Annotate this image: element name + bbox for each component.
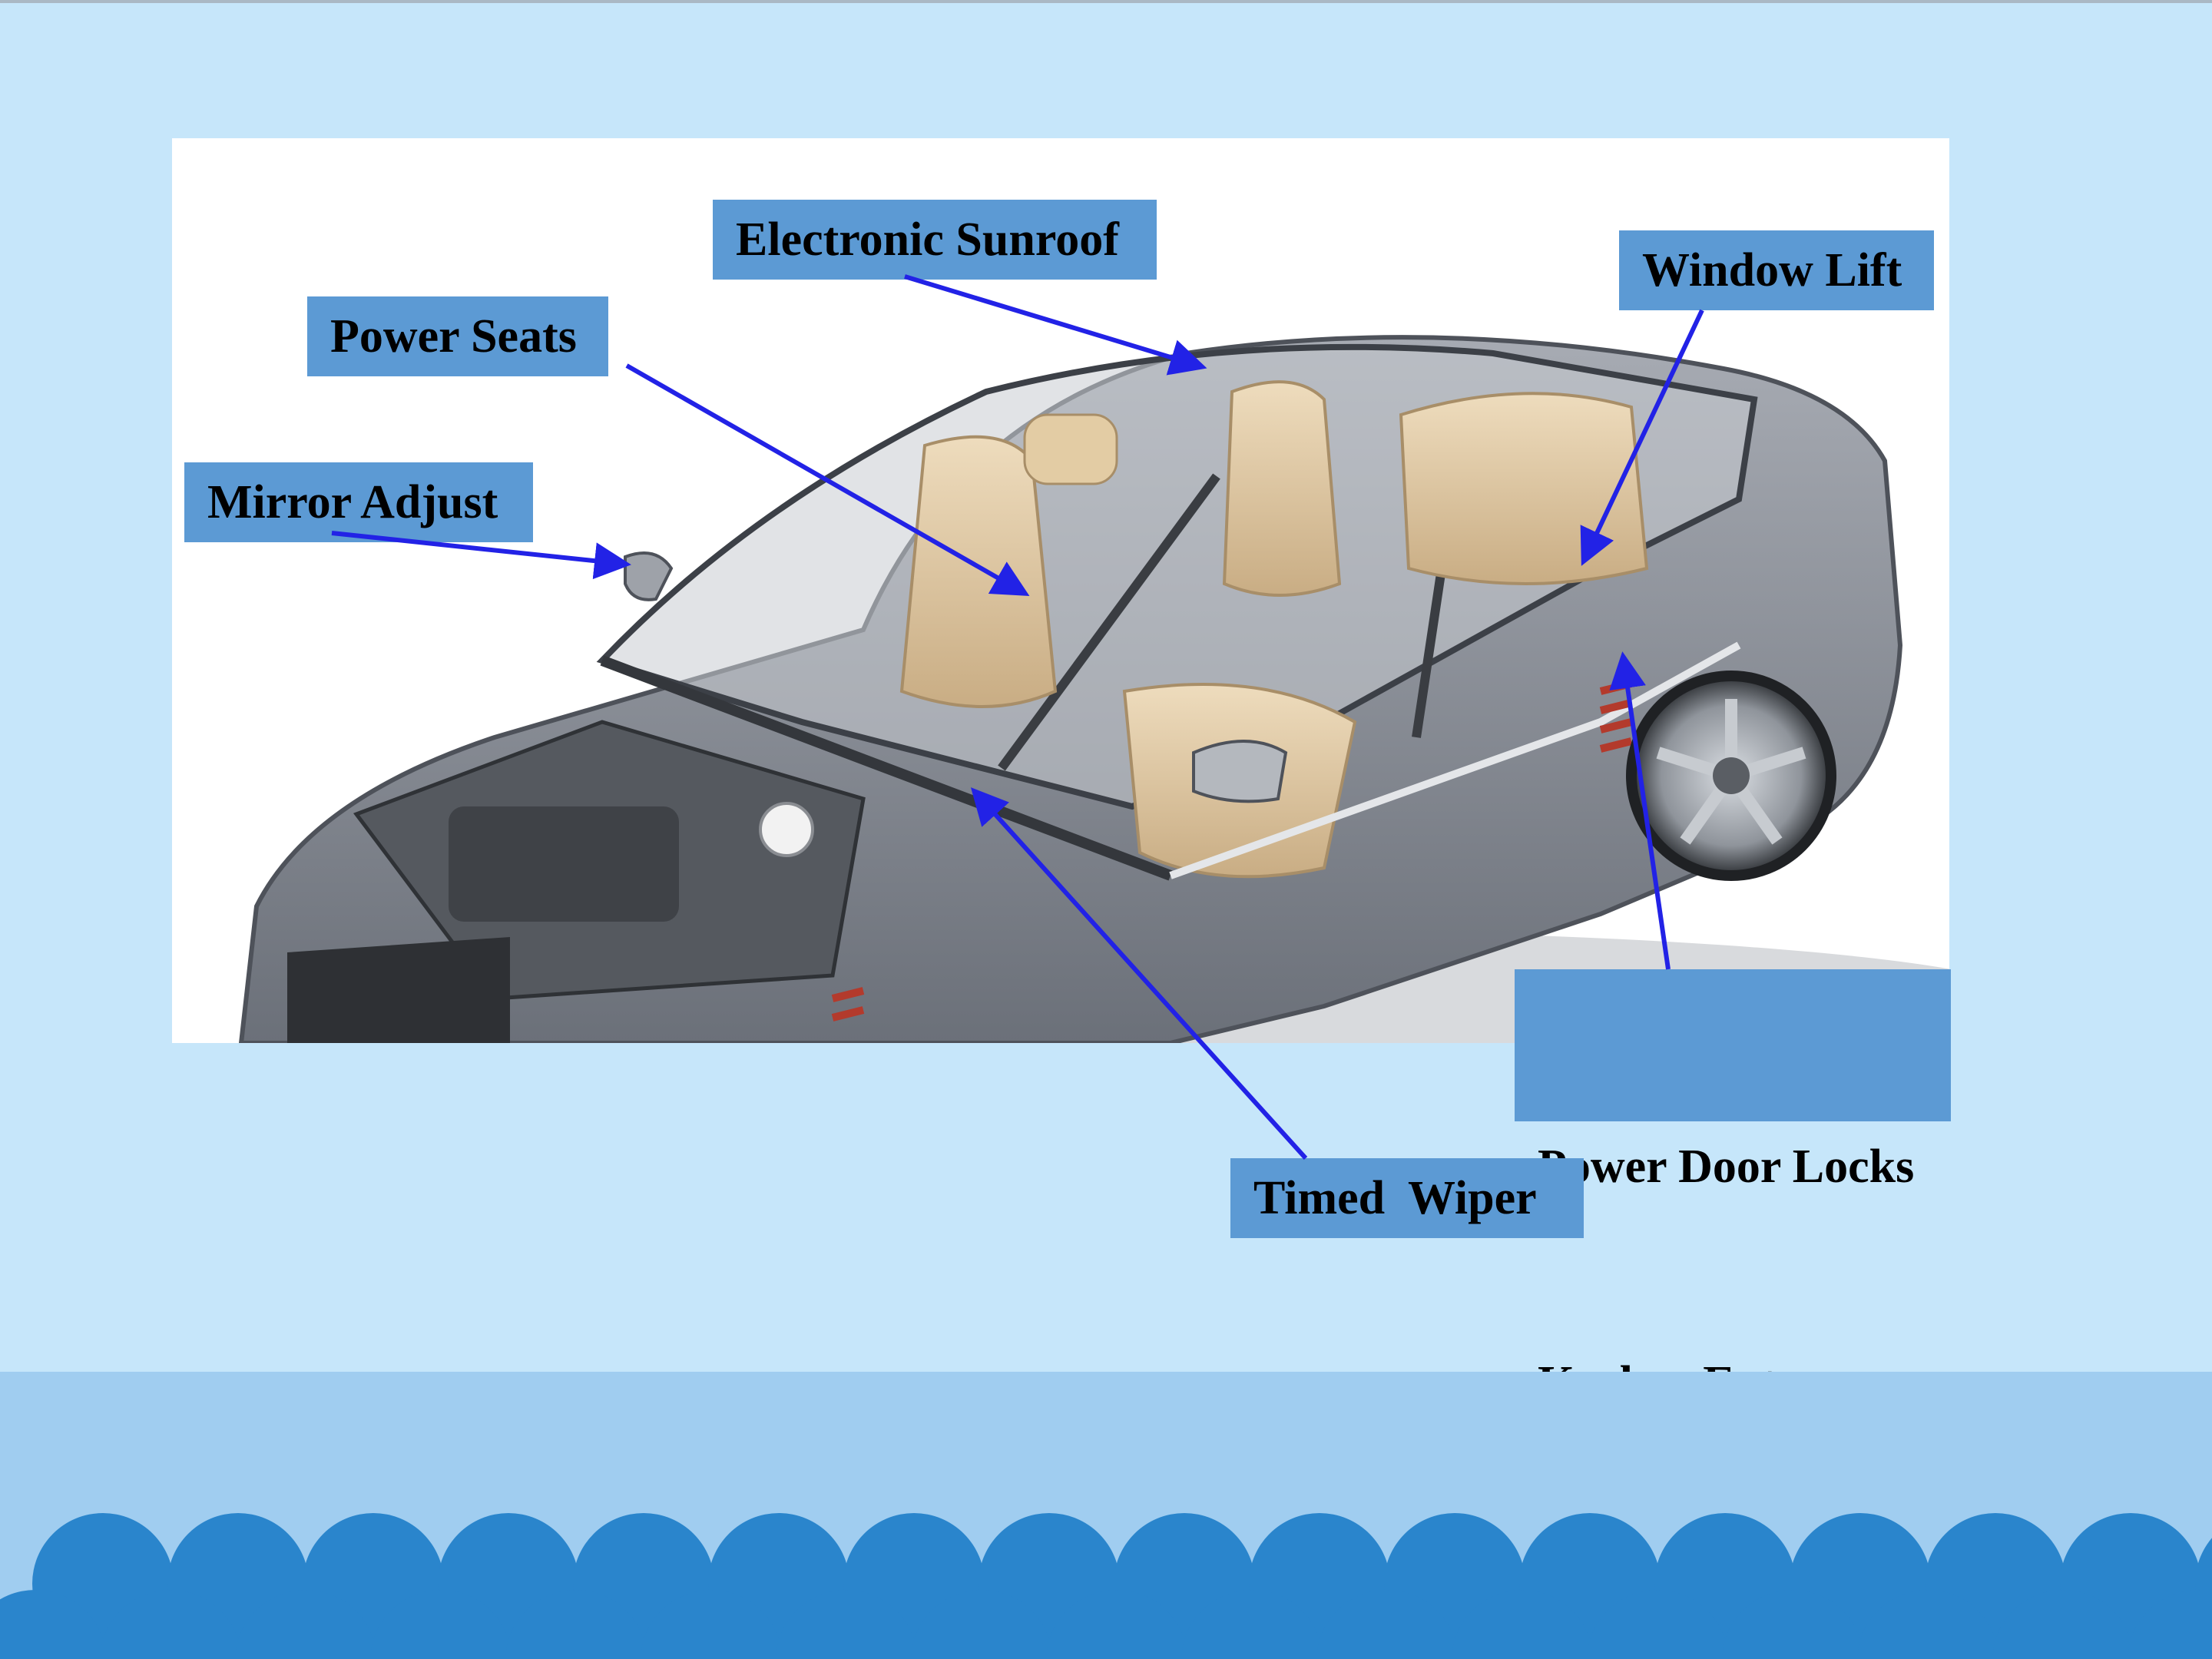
- engine-block: [449, 806, 679, 922]
- reservoir: [759, 802, 814, 857]
- wheel-hub: [1713, 757, 1750, 794]
- a-pillar: [998, 473, 1220, 771]
- front-headrest: [1023, 413, 1118, 485]
- door-trim: [1169, 641, 1741, 879]
- scallop-shape: [1181, 1590, 1323, 1659]
- side-mirror: [624, 551, 674, 601]
- scallop-shape: [2128, 1590, 2212, 1659]
- slide-top-edge: [0, 0, 2212, 3]
- door-mirror: [1192, 740, 1288, 803]
- scallop-shape: [1046, 1590, 1187, 1659]
- scallop-shape: [505, 1590, 647, 1659]
- scallop-shape: [1857, 1590, 1998, 1659]
- label-electronic-sunroof: Electronic Sunroof: [713, 200, 1157, 280]
- label-window-lift: Window Lift: [1619, 230, 1934, 310]
- label-power-door-locks: Power Door Locks: [1538, 1141, 1915, 1193]
- scallop-shape: [1722, 1590, 1863, 1659]
- scallop-shape: [370, 1590, 512, 1659]
- label-power-seats: Power Seats: [307, 296, 608, 376]
- scallop-shape: [1587, 1590, 1728, 1659]
- scallop-shape: [1452, 1590, 1593, 1659]
- scallop-shape: [911, 1590, 1052, 1659]
- scallop-shape: [235, 1590, 376, 1659]
- rear-bench: [1399, 392, 1649, 585]
- front-spring: [831, 987, 865, 1022]
- scallop-shape: [776, 1590, 917, 1659]
- label-timed-wiper: Timed Wiper: [1230, 1158, 1584, 1238]
- footer-scallop-pattern: [0, 1513, 2212, 1659]
- front-seat-2: [1222, 380, 1342, 597]
- label-power-door-locks-keyless-entry: Power Door Locks Keyless Entry: [1515, 969, 1951, 1409]
- grille: [287, 937, 510, 1043]
- label-mirror-adjust: Mirror Adjust: [184, 462, 533, 542]
- scallop-shape: [1992, 1590, 2134, 1659]
- scallop-shape: [641, 1590, 782, 1659]
- scallop-shape: [0, 1590, 106, 1659]
- scallop-shape: [1316, 1590, 1458, 1659]
- scallop-shape: [100, 1590, 241, 1659]
